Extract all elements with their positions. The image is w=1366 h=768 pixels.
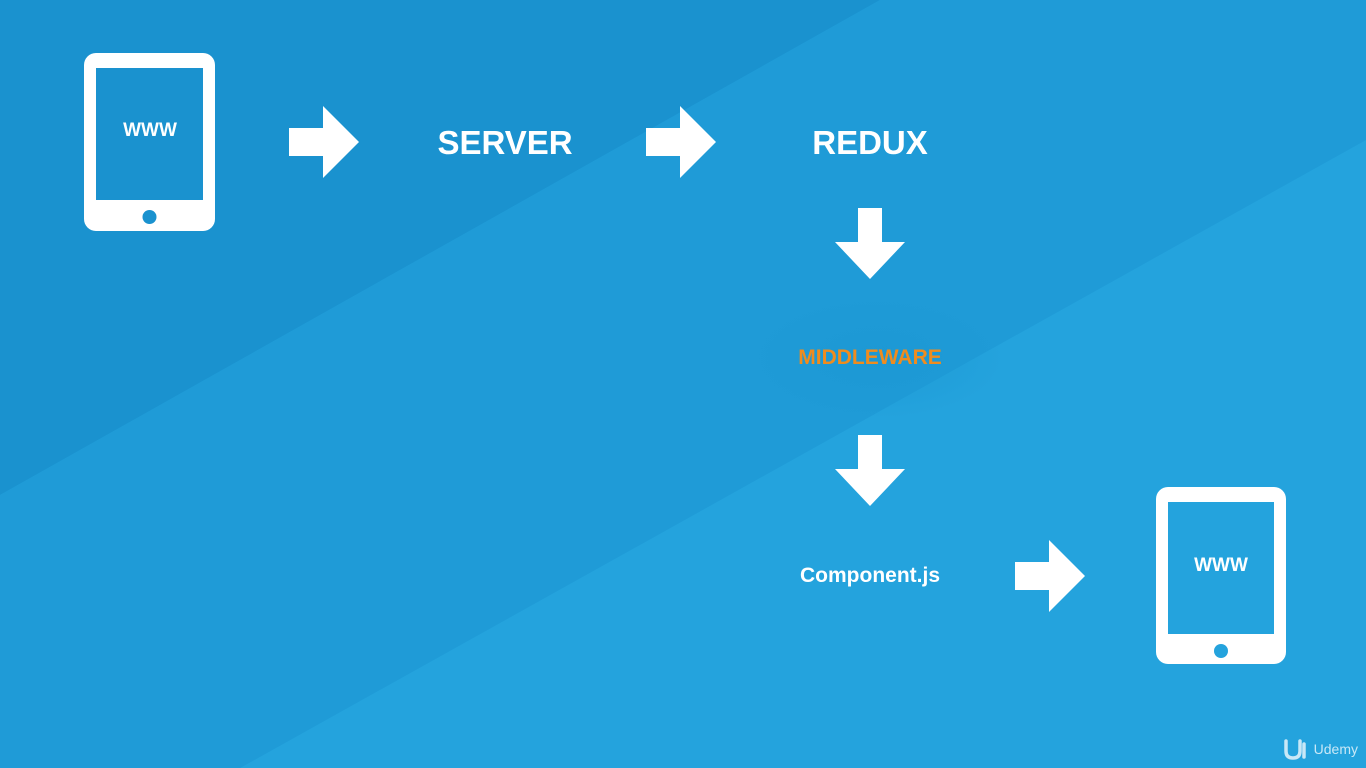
arrow-down-icon — [834, 208, 906, 285]
watermark-text: Udemy — [1313, 741, 1358, 757]
arrow-right-icon — [289, 106, 361, 183]
arrow-right-icon — [1015, 540, 1087, 617]
source-tablet-icon — [84, 53, 215, 231]
arrow-down-icon — [834, 435, 906, 512]
redux-label: REDUX — [812, 124, 928, 161]
target-tablet-icon — [1156, 487, 1286, 664]
source-device-text: WWW — [123, 120, 177, 141]
udemy-logo-icon — [1283, 739, 1306, 760]
middleware-glow — [752, 298, 1002, 418]
component-label: Component.js — [800, 564, 940, 587]
arrow-right-icon — [646, 106, 718, 183]
middleware-label: MIDDLEWARE — [798, 346, 942, 369]
target-device-text: WWW — [1194, 555, 1248, 576]
server-label: SERVER — [437, 124, 573, 161]
udemy-watermark: Udemy — [1283, 738, 1358, 760]
